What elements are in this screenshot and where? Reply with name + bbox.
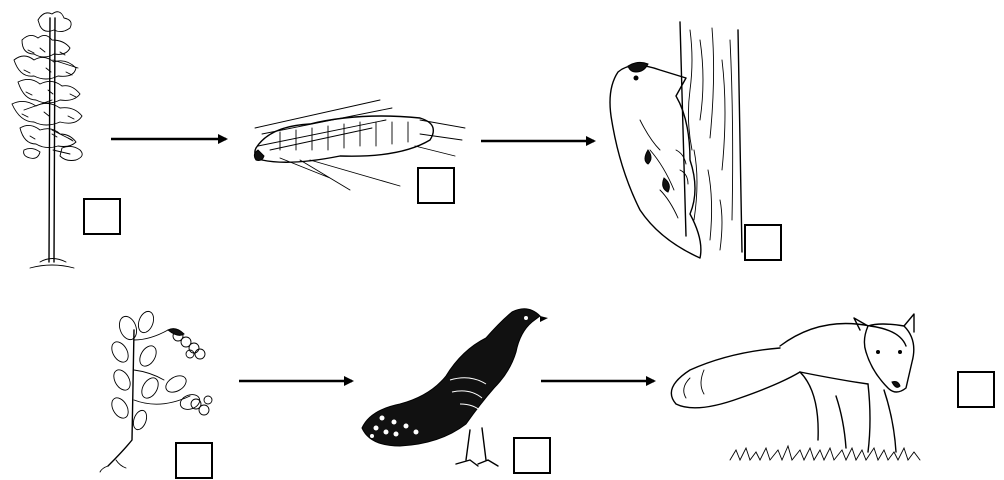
answer-box-lingonberry[interactable] (176, 443, 212, 478)
woodpecker-icon (610, 22, 742, 258)
answer-box-caterpillar[interactable] (418, 168, 454, 203)
food-chain-2 (100, 309, 994, 478)
answer-box-capercaillie[interactable] (514, 438, 550, 473)
answer-box-woodpecker[interactable] (745, 225, 781, 260)
fox-icon (671, 314, 920, 460)
pine-tree-icon (12, 12, 82, 268)
food-chain-1 (12, 12, 781, 268)
answer-box-pine-tree[interactable] (84, 199, 120, 234)
answer-box-fox[interactable] (958, 372, 994, 407)
